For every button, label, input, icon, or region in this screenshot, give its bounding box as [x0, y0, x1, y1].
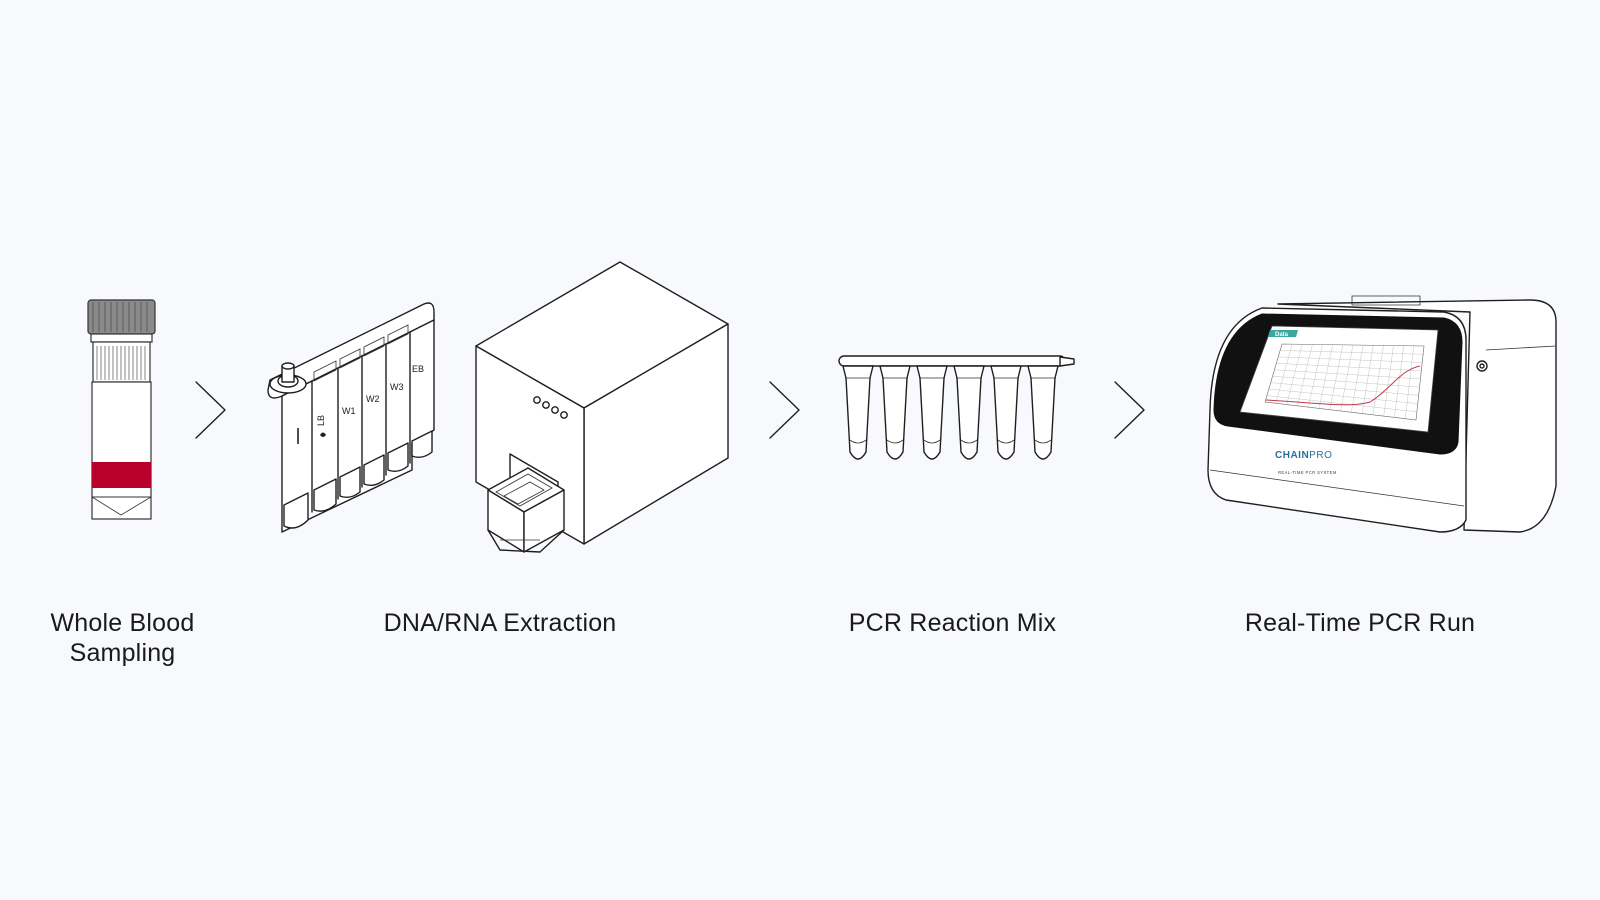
well-label: W1 — [342, 406, 356, 416]
step-label-line: Whole Blood — [50, 609, 195, 637]
step-label-extraction: DNA/RNA Extraction — [360, 608, 640, 638]
step-label-pcr-mix: PCR Reaction Mix — [820, 608, 1085, 638]
pcr-tube — [842, 365, 874, 460]
well-label: LB — [316, 415, 326, 426]
well-label: EB — [412, 364, 424, 374]
screen-tab-label: Data — [1275, 332, 1289, 338]
pcr-tube — [953, 365, 985, 460]
pcr-instrument-icon: Data CHAINPRO REAL-TIME PCR SYSTEM — [1207, 295, 1557, 533]
step-label-whole-blood-sampling: Whole Blood Sampling — [30, 608, 215, 668]
pcr-tube — [1027, 365, 1059, 460]
step-label-line: Sampling — [69, 639, 176, 667]
brand-subtitle: REAL-TIME PCR SYSTEM — [1278, 470, 1337, 475]
step-label-line: PCR Reaction Mix — [848, 609, 1057, 637]
chevron-right-icon — [769, 381, 800, 439]
well-label: W2 — [366, 394, 380, 404]
brand-logo: CHAINPRO — [1275, 450, 1332, 461]
pcr-tube — [990, 365, 1022, 460]
extraction-cartridge-icon: LB W1 W2 W3 EB — [267, 302, 435, 533]
step-label-realtime-pcr: Real-Time PCR Run — [1220, 608, 1500, 638]
well-label: W3 — [390, 382, 404, 392]
blood-level — [92, 462, 151, 488]
pcr-tube-strip-icon — [838, 355, 1075, 460]
step-label-line: DNA/RNA Extraction — [383, 609, 617, 637]
amplification-curve — [1265, 365, 1421, 406]
pcr-tube — [879, 365, 911, 460]
extraction-instrument-icon — [475, 261, 729, 553]
chevron-right-icon — [1114, 381, 1145, 439]
pcr-tube — [916, 365, 948, 460]
blood-tube-icon — [87, 299, 156, 520]
step-label-line: Real-Time PCR Run — [1244, 609, 1476, 637]
chevron-right-icon — [195, 381, 226, 439]
